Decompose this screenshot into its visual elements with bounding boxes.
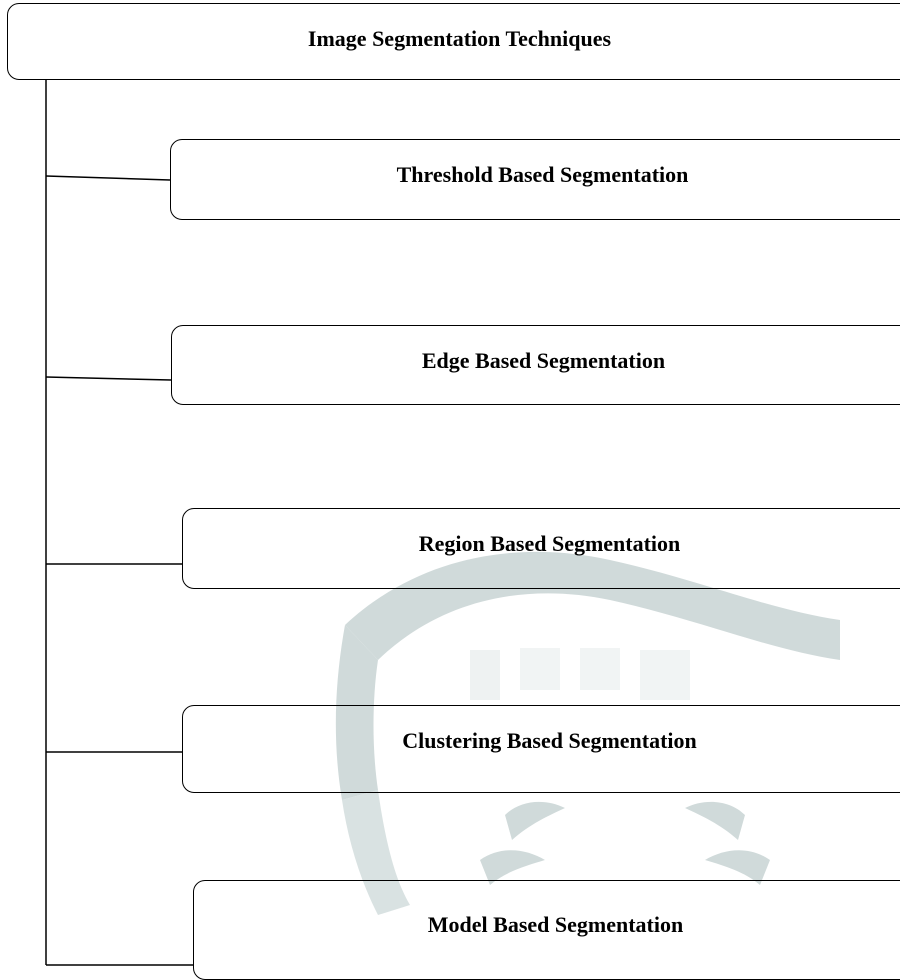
node-model-based-segmentation: Model Based Segmentation [193, 880, 900, 980]
node-clustering-based-segmentation: Clustering Based Segmentation [182, 705, 900, 793]
node-label: Region Based Segmentation [418, 531, 681, 556]
node-label: Model Based Segmentation [427, 912, 684, 937]
node-label: Clustering Based Segmentation [402, 728, 697, 753]
root-node-label: Image Segmentation Techniques [307, 26, 612, 51]
node-threshold-based-segmentation: Threshold Based Segmentation [170, 139, 900, 220]
node-label: Edge Based Segmentation [421, 348, 666, 373]
root-node: Image Segmentation Techniques [7, 3, 900, 80]
branch-line-threshold [45, 175, 171, 181]
branch-line-edge [45, 376, 172, 381]
node-edge-based-segmentation: Edge Based Segmentation [171, 325, 900, 405]
node-region-based-segmentation: Region Based Segmentation [182, 508, 900, 589]
node-label: Threshold Based Segmentation [396, 162, 689, 187]
